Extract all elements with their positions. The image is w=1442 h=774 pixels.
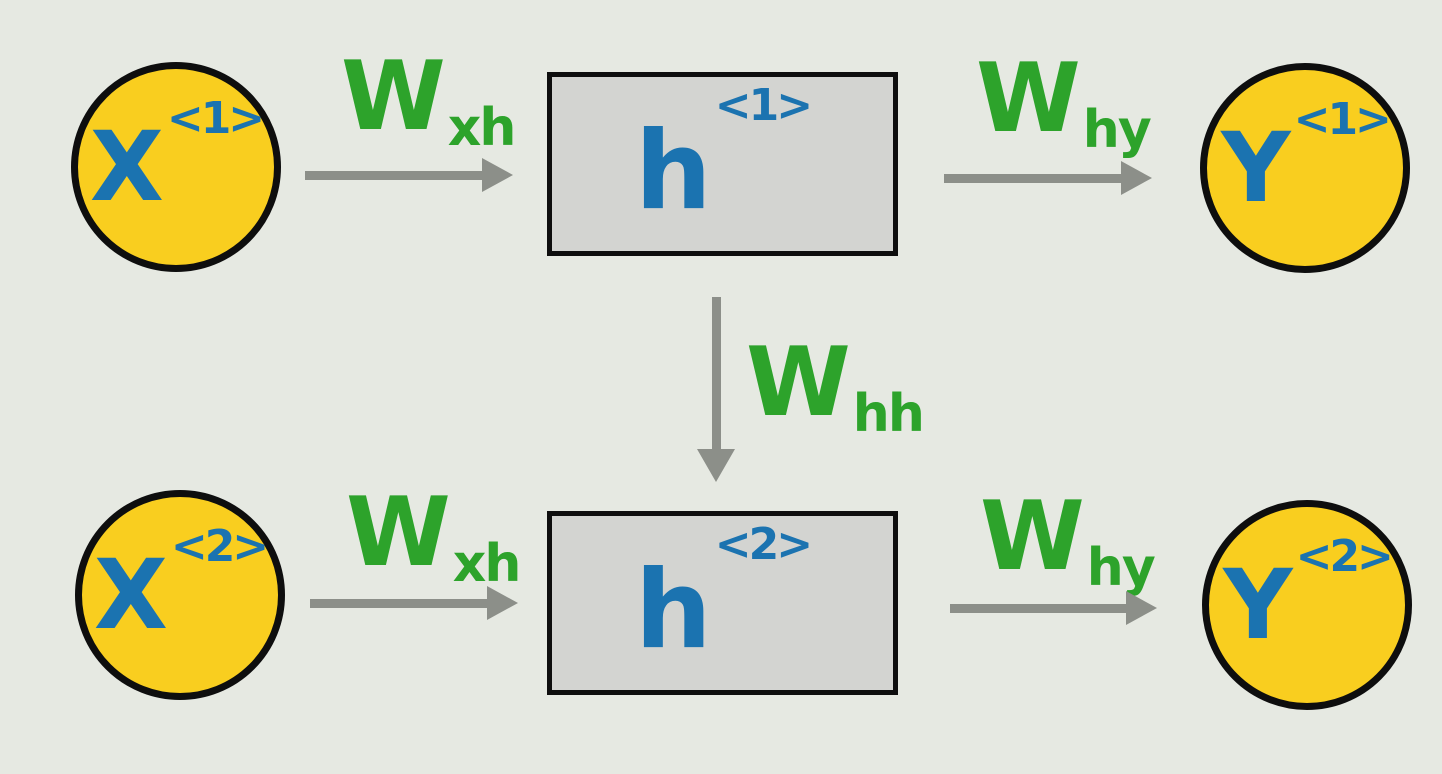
weight-base-text: W	[746, 328, 851, 438]
arrow-x1-to-h1	[305, 158, 513, 192]
hidden-state-node-h1: h <1>	[547, 72, 898, 256]
arrow-head-right-icon	[482, 158, 513, 192]
arrow-h1-to-y1	[944, 161, 1152, 195]
weight-base-text: W	[976, 44, 1081, 154]
node-superscript: <1>	[166, 93, 265, 144]
node-base-text: Y	[1223, 549, 1293, 661]
output-node-y2: Y <2>	[1202, 500, 1412, 710]
weight-label-wxh-t2: W xh	[346, 478, 521, 591]
weight-base-text: W	[980, 482, 1085, 592]
arrow-shaft	[305, 170, 482, 180]
node-superscript: <2>	[714, 519, 813, 570]
arrow-x2-to-h2	[310, 586, 518, 620]
weight-subscript: hy	[1086, 538, 1156, 598]
weight-label-why-t1: W hy	[976, 44, 1152, 157]
arrow-shaft	[711, 297, 721, 449]
output-node-y1-label: Y <1>	[1221, 98, 1392, 224]
node-superscript: <1>	[1293, 94, 1392, 145]
hidden-state-h1-label: h <1>	[635, 84, 813, 226]
weight-subscript: hy	[1082, 100, 1152, 160]
arrow-head-right-icon	[1126, 591, 1157, 625]
weight-base-text: W	[341, 42, 446, 152]
weight-subscript: hh	[852, 384, 925, 444]
weight-subscript: xh	[447, 98, 517, 158]
input-node-x2: X <2>	[75, 490, 285, 700]
arrow-shaft	[310, 598, 487, 608]
node-base-text: h	[634, 548, 712, 673]
arrow-h1-to-h2	[697, 297, 735, 482]
arrow-head-down-icon	[697, 449, 735, 482]
arrow-head-right-icon	[1121, 161, 1152, 195]
node-base-text: X	[89, 111, 164, 223]
weight-subscript: xh	[452, 534, 522, 594]
node-superscript: <2>	[1295, 531, 1394, 582]
node-base-text: X	[93, 539, 168, 651]
arrow-head-right-icon	[487, 586, 518, 620]
arrow-shaft	[950, 603, 1126, 613]
output-node-y2-label: Y <2>	[1223, 535, 1394, 661]
node-superscript: <2>	[170, 521, 269, 572]
node-base-text: Y	[1221, 112, 1291, 224]
weight-label-whh: W hh	[746, 328, 925, 441]
node-base-text: h	[634, 109, 712, 234]
weight-label-why-t2: W hy	[980, 482, 1156, 595]
hidden-state-h2-label: h <2>	[635, 523, 813, 665]
input-node-x1-label: X <1>	[89, 97, 265, 223]
weight-base-text: W	[346, 478, 451, 588]
weight-label-wxh-t1: W xh	[341, 42, 516, 155]
node-superscript: <1>	[714, 80, 813, 131]
arrow-shaft	[944, 173, 1121, 183]
arrow-h2-to-y2	[950, 591, 1157, 625]
hidden-state-node-h2: h <2>	[547, 511, 898, 695]
output-node-y1: Y <1>	[1200, 63, 1410, 273]
input-node-x2-label: X <2>	[93, 525, 269, 651]
input-node-x1: X <1>	[71, 62, 281, 272]
